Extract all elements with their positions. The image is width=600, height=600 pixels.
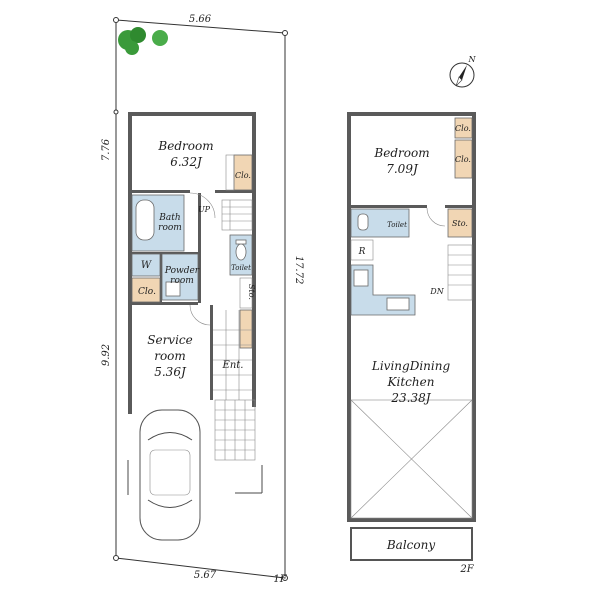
closet-2f-b: Clo.: [455, 155, 471, 164]
dim-right: 17.72: [293, 256, 304, 285]
up-label: UP: [198, 205, 211, 214]
closet-1f-b: Clo.: [138, 287, 156, 297]
dim-left-upper: 7.76: [101, 138, 112, 161]
powder-label-2: room: [170, 276, 194, 286]
entrance-tiles: [214, 399, 256, 461]
service-label-1: Service: [147, 333, 193, 347]
void-area: [350, 399, 473, 519]
tree-icon: [118, 27, 168, 55]
powder-label-1: Powder: [164, 266, 200, 276]
dim-left-lower: 9.92: [101, 344, 112, 366]
toilet-1f-label: Toilet: [231, 264, 251, 272]
compass-label: N: [468, 55, 477, 64]
floor-2f: [347, 112, 476, 561]
ldk-label-2: Kitchen: [387, 375, 435, 389]
down-label: DN: [429, 287, 444, 296]
level-2f: 2F: [459, 564, 474, 575]
toilet-2f-label: Toilet: [387, 221, 407, 229]
bedroom-2f-size: 7.09J: [386, 162, 419, 176]
ldk-size: 23.38J: [390, 391, 431, 405]
ldk-label-1: LivingDining: [371, 359, 451, 373]
dim-top: 5.66: [189, 14, 212, 25]
bath-label-1: Bath: [158, 213, 180, 223]
washer-label: W: [141, 260, 152, 271]
floor-1f: [127, 112, 263, 541]
site-boundary: [113, 17, 288, 581]
bath-label-2: room: [158, 223, 182, 233]
service-label-2: room: [154, 349, 186, 363]
bedroom-2f-label: Bedroom: [373, 146, 429, 160]
entrance-label: Ent.: [222, 360, 244, 371]
closet-1f-a: Clo.: [235, 171, 251, 180]
storage-1f-label: Sto.: [247, 284, 256, 300]
stairs-1f: [221, 199, 253, 231]
balcony-label: Balcony: [386, 538, 435, 552]
storage-2f-label: Sto.: [452, 219, 468, 228]
compass-icon: [449, 62, 475, 88]
dim-bottom: 5.67: [194, 570, 217, 581]
stairs-2f: [447, 244, 473, 301]
closet-2f-a: Clo.: [455, 124, 471, 133]
service-size: 5.36J: [154, 365, 187, 379]
parked-car: [139, 409, 201, 541]
fridge-label: R: [358, 247, 366, 257]
level-1f: 1F: [273, 574, 287, 585]
bedroom-1f-size: 6.32J: [170, 155, 203, 169]
ent-tiles: [213, 310, 252, 400]
bedroom-1f-label: Bedroom: [157, 139, 213, 153]
